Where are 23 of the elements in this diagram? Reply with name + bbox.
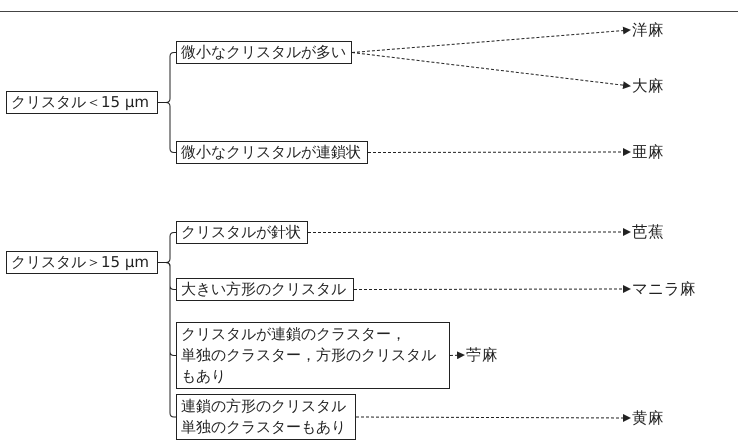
label-box: 微小なクリスタルが連鎖状 <box>176 141 368 164</box>
arrow <box>308 228 631 236</box>
label-box: クリスタルが針状 <box>176 221 308 244</box>
brace-connector <box>158 262 176 418</box>
fiber-name: 黄麻 <box>632 408 664 428</box>
arrow <box>354 285 631 294</box>
arrow <box>352 52 631 90</box>
fiber-name: 苧麻 <box>466 345 498 365</box>
label-box: クリスタル＞15 μm <box>6 251 158 274</box>
fiber-name: 洋麻 <box>632 20 664 40</box>
arrow <box>368 148 631 156</box>
label-box: クリスタル＜15 μm <box>6 91 158 114</box>
label-box: 大きい方形のクリスタル <box>176 278 354 301</box>
fiber-name: マニラ麻 <box>632 279 696 299</box>
fiber-name: 大麻 <box>632 76 664 96</box>
arrow <box>356 414 631 422</box>
fiber-name: 芭蕉 <box>632 222 664 242</box>
arrow <box>352 26 631 53</box>
fiber-name: 亜麻 <box>632 142 664 162</box>
label-box: クリスタルが連鎖のクラスター，単独のクラスター，方形のクリスタルもあり <box>176 322 450 389</box>
label-box: 微小なクリスタルが多い <box>176 41 352 64</box>
label-box: 連鎖の方形のクリスタル単独のクラスターもあり <box>176 394 356 440</box>
arrow <box>450 351 465 360</box>
